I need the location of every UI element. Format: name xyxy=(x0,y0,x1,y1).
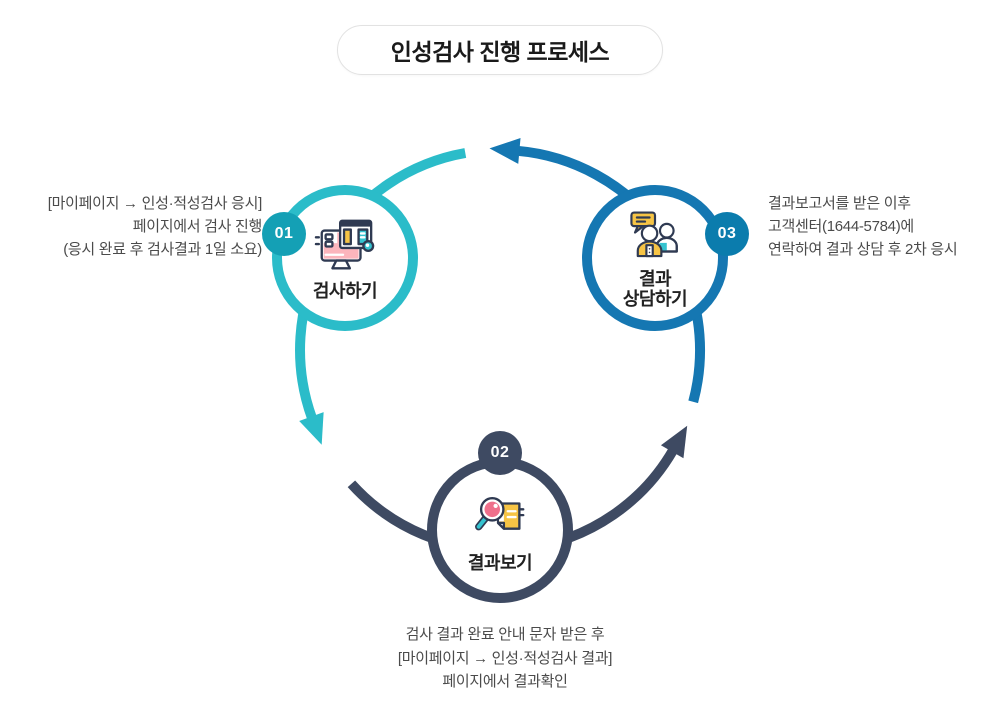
page-title: 인성검사 진행 프로세스 xyxy=(337,25,663,75)
step1-number-badge: 01 xyxy=(262,212,306,256)
step1-description-line: 페이지에서 검사 진행 xyxy=(132,218,263,235)
step2-description-line: 페이지에서 결과확인 xyxy=(442,673,568,690)
step1-node: 검사하기 xyxy=(272,185,418,331)
step3-node: 결과 상담하기 xyxy=(582,185,728,331)
step2-label: 결과보기 xyxy=(467,552,533,573)
step3-description: 결과보고서를 받은 이후 고객센터(1644-5784)에 연락하여 결과 상담… xyxy=(768,192,1000,261)
consultation-people-icon xyxy=(630,210,678,257)
step2-description: 검사 결과 완료 안내 문자 받은 후 [마이페이지 → 인성·적성검사 결과]… xyxy=(300,623,710,694)
step3-description-line: 고객센터(1644-5784)에 xyxy=(768,218,914,235)
step1-label: 검사하기 xyxy=(312,280,378,301)
step1-description-line: [마이페이지 → 인성·적성검사 응시] xyxy=(47,195,263,212)
step2-description-line: 검사 결과 완료 안내 문자 받은 후 xyxy=(405,626,605,643)
step3-description-line: 연락하여 결과 상담 후 2차 응시 xyxy=(768,241,958,258)
magnifier-document-icon xyxy=(475,496,525,530)
step3-description-line: 결과보고서를 받은 이후 xyxy=(768,195,911,212)
step2-number-badge: 02 xyxy=(478,431,522,475)
step2-node: 결과보기 xyxy=(427,457,573,603)
step3-number-badge: 03 xyxy=(705,212,749,256)
step2-description-line: [마이페이지 → 인성·적성검사 결과] xyxy=(397,649,613,667)
step1-description: [마이페이지 → 인성·적성검사 응시] 페이지에서 검사 진행 (응시 완료 … xyxy=(8,192,263,261)
step3-label: 결과 상담하기 xyxy=(622,268,688,309)
monitor-test-icon xyxy=(314,219,375,269)
step1-description-line: (응시 완료 후 검사결과 1일 소요) xyxy=(63,241,262,258)
